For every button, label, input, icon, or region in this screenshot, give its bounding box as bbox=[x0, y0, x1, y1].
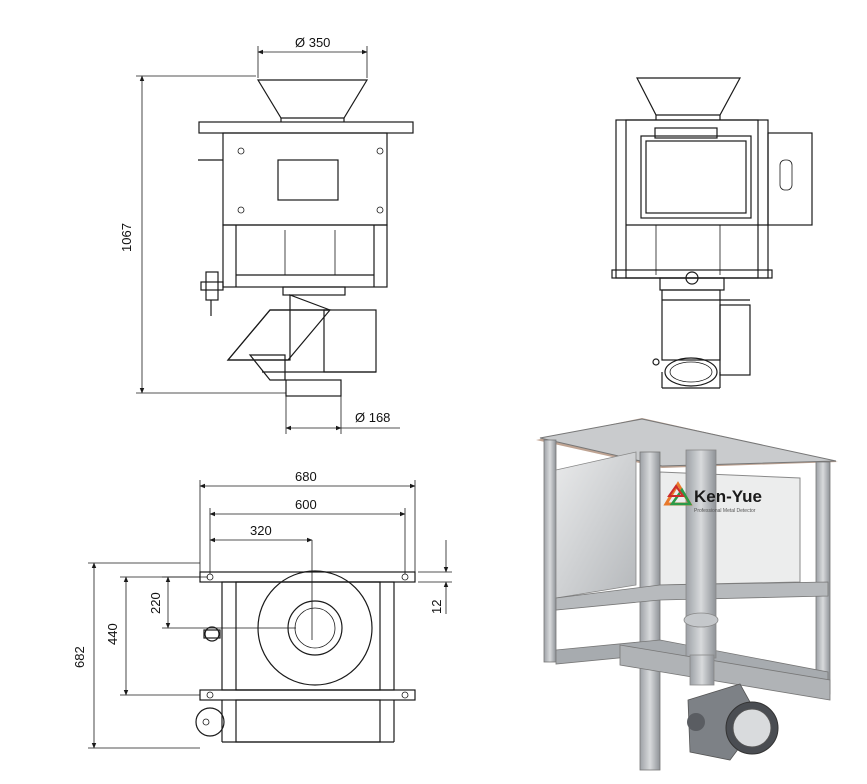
dim-outlet-diameter: Ø 168 bbox=[285, 396, 400, 434]
dim-label-hopper: Ø 350 bbox=[295, 35, 330, 50]
dim-label-outlet: Ø 168 bbox=[355, 410, 390, 425]
brand-tagline: Professional Metal Detector bbox=[694, 508, 756, 514]
dim-center-x: 320 bbox=[209, 523, 313, 543]
dim-label-220: 220 bbox=[148, 592, 163, 614]
dim-outer-depth: 682 bbox=[72, 562, 200, 749]
dim-center-y: 220 bbox=[148, 576, 208, 629]
brand-name: Ken-Yue bbox=[694, 487, 762, 506]
front-view bbox=[198, 79, 414, 397]
dim-frame-outer: 680 bbox=[199, 469, 416, 572]
dim-total-height: 1067 bbox=[119, 75, 286, 394]
product-photo: Ken-Yue Professional Metal Detector bbox=[536, 418, 838, 771]
dim-inner-depth: 440 bbox=[105, 576, 200, 696]
dim-label-682: 682 bbox=[72, 646, 87, 668]
dim-label-12: 12 bbox=[429, 600, 444, 614]
dim-flange-thickness: 12 bbox=[418, 540, 452, 614]
dim-label-440: 440 bbox=[105, 623, 120, 645]
side-view bbox=[611, 77, 813, 389]
brand-logo bbox=[663, 481, 693, 506]
dim-label-600: 600 bbox=[295, 497, 317, 512]
dim-label-320: 320 bbox=[250, 523, 272, 538]
dim-label-680: 680 bbox=[295, 469, 317, 484]
dim-label-height: 1067 bbox=[119, 223, 134, 252]
dim-frame-inner: 600 bbox=[209, 497, 406, 574]
top-view bbox=[162, 540, 416, 743]
dim-hopper-diameter: Ø 350 bbox=[257, 35, 368, 78]
